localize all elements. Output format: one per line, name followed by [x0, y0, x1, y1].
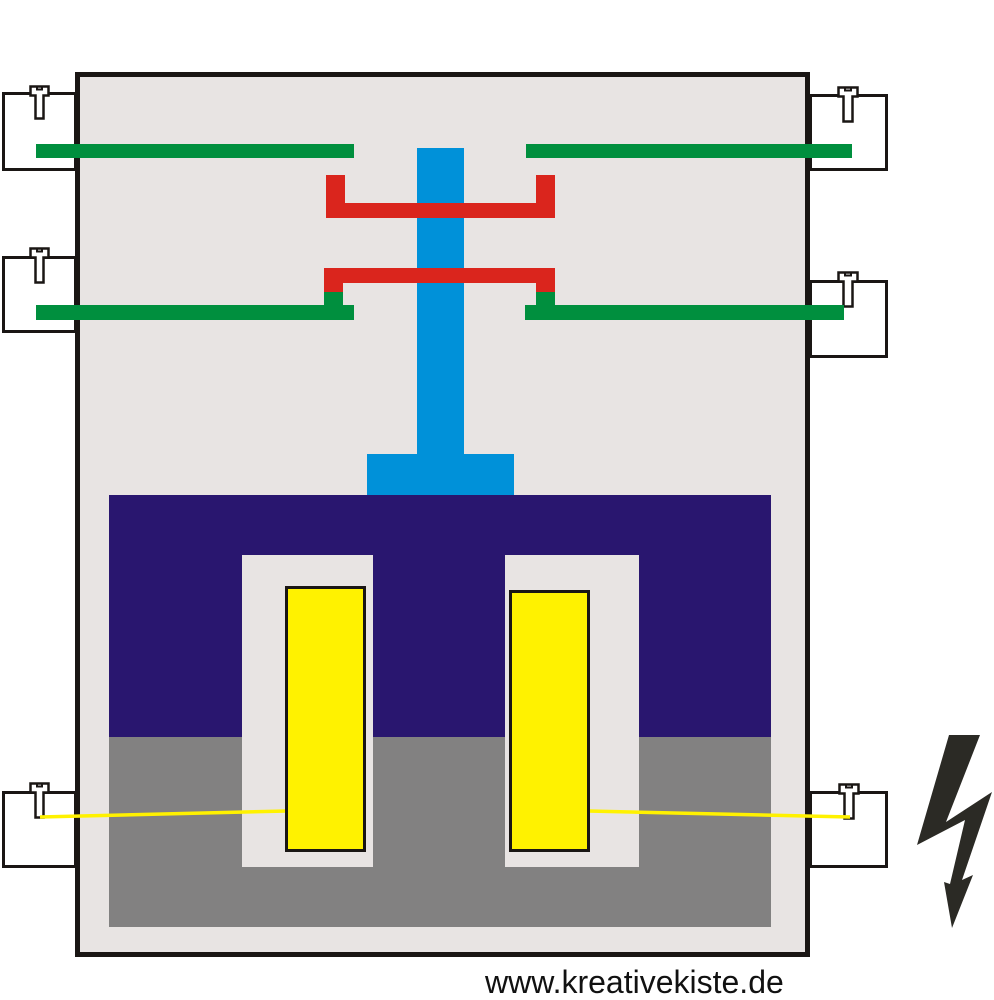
screw-icon: [838, 783, 860, 820]
armature-plunger: [367, 148, 514, 495]
screw-icon: [29, 85, 50, 120]
upper-contact-bridge: [326, 175, 555, 218]
screw-icon: [837, 271, 859, 308]
bottom-right-contact: [525, 292, 844, 320]
bottom-left-contact: [36, 292, 354, 320]
right-coil: [509, 590, 590, 852]
terminal-right-2: [809, 271, 888, 358]
screw-icon: [837, 86, 859, 123]
lower-contact-bridge: [324, 268, 555, 292]
electromagnet-core: [109, 495, 771, 927]
high-voltage-lightning-icon: [917, 735, 992, 928]
top-right-contact: [526, 144, 852, 158]
top-left-contact: [36, 144, 354, 158]
right-coil-wire: [587, 809, 851, 819]
screw-icon: [29, 247, 50, 284]
website-caption: www.kreativekiste.de: [485, 964, 784, 1000]
left-coil-wire: [39, 809, 288, 819]
terminal-left-coil: [2, 782, 77, 868]
terminal-right-coil: [809, 783, 888, 868]
left-coil: [285, 586, 366, 852]
